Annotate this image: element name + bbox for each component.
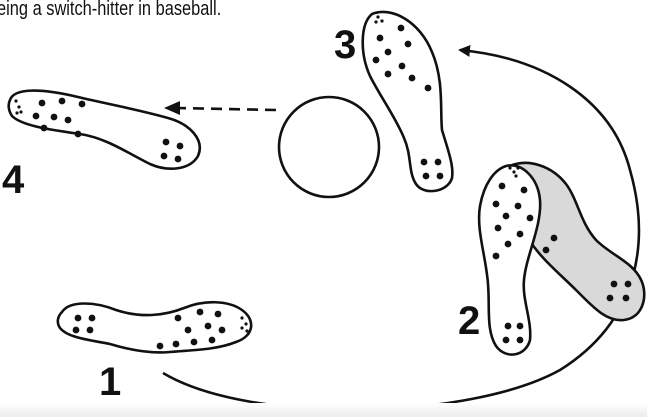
dashed-arrow-head [164, 101, 180, 115]
bottom-fade [0, 403, 647, 417]
dashed-arrow [176, 108, 276, 110]
step-label-2: 2 [458, 299, 480, 343]
step-label-1: 1 [99, 360, 121, 404]
step-label-4: 4 [2, 158, 25, 202]
footprint-4 [9, 91, 200, 169]
footprint-2 [479, 165, 540, 354]
step-label-3: 3 [334, 23, 356, 67]
footprint-1 [58, 302, 251, 352]
ball-circle [279, 97, 379, 197]
